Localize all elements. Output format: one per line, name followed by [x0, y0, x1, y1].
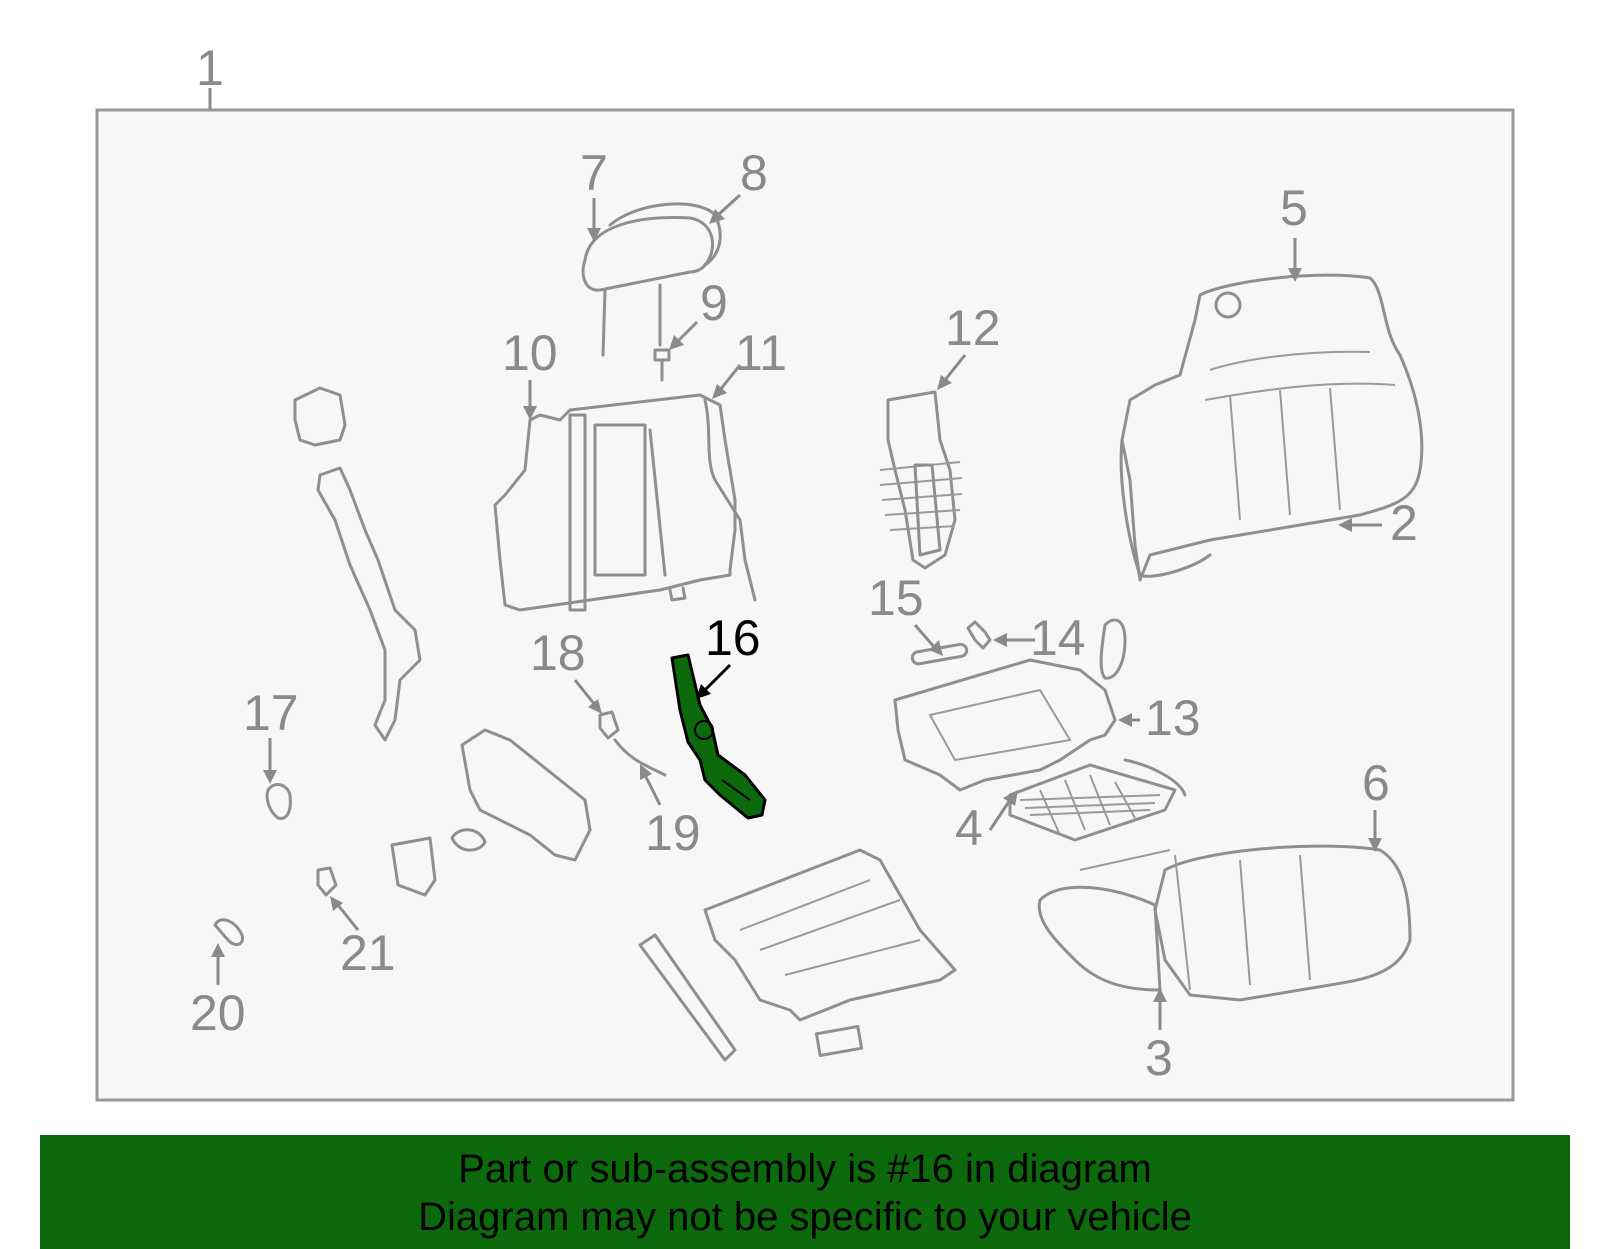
leader-lines: [211, 193, 1382, 1030]
callout-9: 9: [700, 275, 728, 331]
part-seat-back-cushion: [1119, 273, 1424, 582]
callout-19: 19: [645, 805, 701, 861]
callout-8: 8: [740, 145, 768, 201]
callout-16: 16: [705, 610, 761, 666]
part-seat-springs: [1008, 758, 1187, 842]
part-headrest: [581, 202, 722, 357]
callout-13: 13: [1145, 690, 1201, 746]
callout-2: 2: [1390, 495, 1418, 551]
part-seat-cushion: [1037, 844, 1412, 1002]
callout-3: 3: [1145, 1030, 1173, 1086]
callout-6: 6: [1362, 755, 1390, 811]
info-banner: Part or sub-assembly is #16 in diagram D…: [40, 1135, 1570, 1249]
banner-line-1: Part or sub-assembly is #16 in diagram: [458, 1147, 1152, 1191]
banner-line-2: Diagram may not be specific to your vehi…: [418, 1195, 1192, 1239]
part-16-highlighted: [670, 653, 767, 820]
callout-11: 11: [735, 325, 787, 381]
part-lumbar-support: [879, 390, 963, 570]
seat-parts-diagram: 1: [95, 40, 1515, 1102]
part-clip: [966, 620, 992, 650]
part-seat-cushion-frame: [893, 618, 1127, 792]
part-side-trim: [293, 386, 592, 862]
callout-4: 4: [955, 800, 983, 856]
assembly-frame: [95, 108, 1515, 1102]
callout-14: 14: [1030, 610, 1086, 666]
callout-17: 17: [243, 685, 299, 741]
callout-20: 20: [190, 985, 246, 1041]
part-seat-adjuster: [638, 848, 957, 1062]
callout-21: 21: [340, 925, 396, 981]
callout-18: 18: [530, 625, 586, 681]
callout-10: 10: [502, 325, 558, 381]
part-seat-back-frame: [493, 393, 757, 612]
callout-12: 12: [945, 300, 1001, 356]
part-small-bits: [213, 710, 667, 947]
callout-15: 15: [868, 570, 924, 626]
callout-1: 1: [196, 40, 224, 96]
callout-5: 5: [1280, 180, 1308, 236]
part-headrest-guide: [653, 348, 671, 382]
callout-7: 7: [580, 145, 608, 201]
